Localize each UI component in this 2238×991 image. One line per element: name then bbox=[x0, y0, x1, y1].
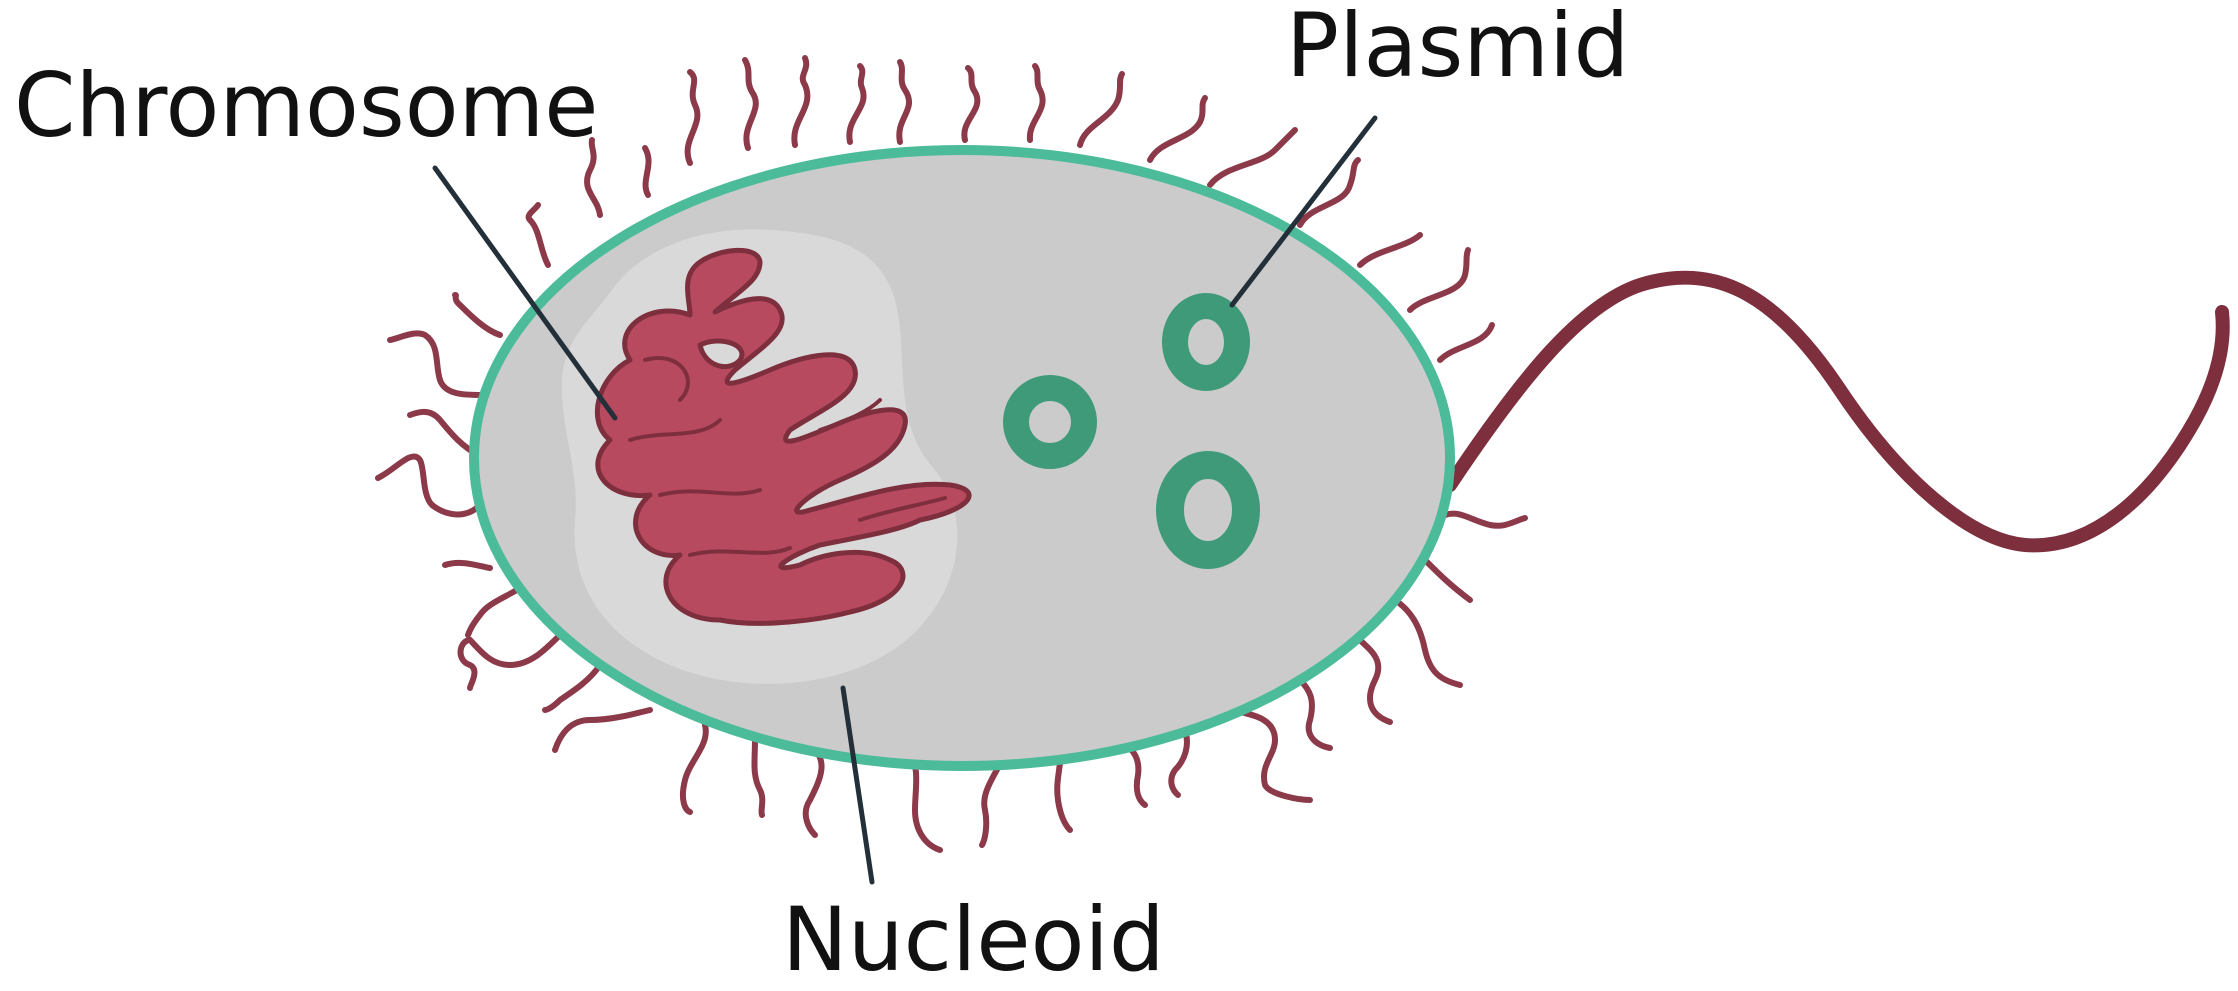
pilus bbox=[1300, 160, 1358, 225]
pilus bbox=[1360, 640, 1390, 722]
nucleoid-label: Nucleoid bbox=[782, 896, 1165, 984]
chromosome-label: Chromosome bbox=[14, 62, 598, 150]
pilus bbox=[545, 665, 600, 710]
pilus bbox=[688, 72, 698, 163]
pilus bbox=[899, 62, 909, 142]
plasmid-label: Plasmid bbox=[1286, 2, 1629, 90]
pilus bbox=[1360, 235, 1420, 265]
pilus bbox=[683, 725, 706, 812]
pilus bbox=[1080, 74, 1122, 145]
pilus bbox=[555, 710, 650, 750]
pilus bbox=[849, 66, 863, 142]
pilus bbox=[1410, 250, 1468, 310]
pilus bbox=[1300, 680, 1330, 748]
pilus bbox=[1150, 98, 1205, 160]
pilus bbox=[378, 456, 480, 514]
pilus bbox=[1240, 712, 1310, 800]
pilus bbox=[461, 635, 560, 688]
pilus bbox=[794, 58, 807, 145]
pilus bbox=[410, 412, 478, 455]
pilus bbox=[964, 68, 977, 140]
pilus bbox=[1030, 66, 1043, 140]
pilus bbox=[1445, 514, 1525, 526]
pilus bbox=[645, 148, 649, 195]
pilus bbox=[390, 333, 482, 395]
pilus bbox=[1210, 130, 1295, 185]
pilus bbox=[1440, 325, 1492, 360]
pilus bbox=[455, 295, 500, 335]
pilus bbox=[529, 205, 548, 265]
pilus bbox=[445, 563, 490, 568]
pilus bbox=[745, 60, 756, 148]
pilus bbox=[754, 740, 762, 815]
flagellum bbox=[1450, 278, 2223, 546]
pilus bbox=[1395, 600, 1460, 685]
pilus bbox=[1425, 560, 1470, 600]
pilus bbox=[806, 745, 822, 835]
